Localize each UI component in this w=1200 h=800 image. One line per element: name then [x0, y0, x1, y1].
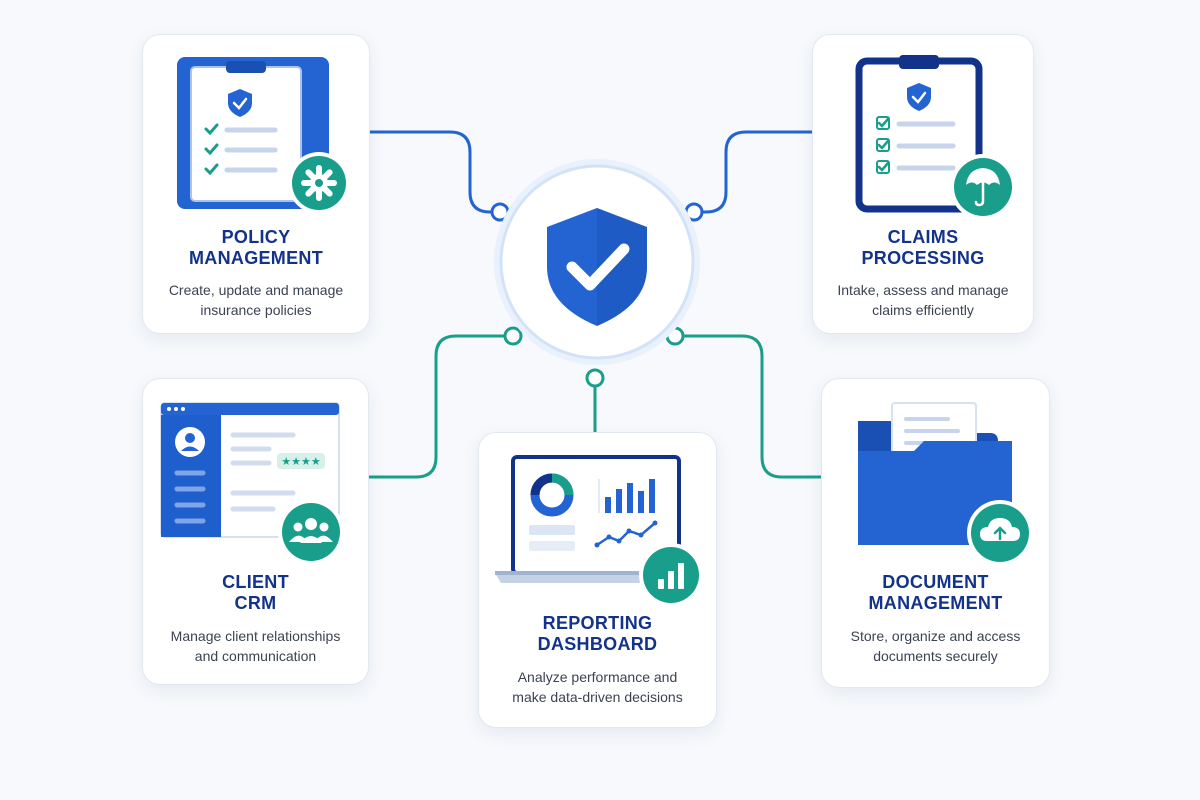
bar-chart-icon — [598, 479, 655, 513]
card-description-line: make data-driven decisions — [512, 689, 683, 705]
checklist — [876, 116, 956, 174]
card-description-line: Analyze performance and — [517, 669, 678, 685]
shield-check-icon — [907, 83, 931, 111]
card-policy-management[interactable]: POLICY MANAGEMENT Create, update and man… — [142, 34, 370, 334]
connector-claims — [694, 130, 812, 214]
gear-icon — [288, 152, 350, 214]
central-hub — [477, 155, 718, 370]
card-description-line: documents securely — [873, 648, 998, 664]
card-title-line: DOCUMENT — [882, 572, 989, 592]
donut-chart-icon — [530, 473, 574, 517]
card-title: CLAIMS PROCESSING — [813, 227, 1033, 269]
card-description-line: Create, update and manage — [168, 282, 344, 298]
shield-check-icon — [228, 89, 252, 117]
umbrella-icon — [950, 154, 1016, 220]
card-title-line: PROCESSING — [861, 248, 985, 268]
panel-blocks — [529, 525, 575, 551]
card-title-line: MANAGEMENT — [868, 593, 1003, 613]
card-title-line: REPORTING — [542, 613, 653, 633]
content-lines — [230, 432, 296, 512]
card-title: REPORTING DASHBOARD — [479, 613, 716, 655]
card-claims-processing[interactable]: CLAIMS PROCESSING Intake, assess and man… — [812, 34, 1034, 334]
rating-stars: ★★★★ — [281, 455, 321, 468]
shield-check-icon — [547, 208, 647, 326]
card-description-line: Manage client relationships — [170, 628, 341, 644]
connector-documents — [675, 334, 821, 479]
card-description: Create, update and manage insurance poli… — [151, 280, 361, 320]
card-description: Store, organize and access documents sec… — [830, 626, 1041, 666]
card-description-line: and communication — [194, 648, 317, 664]
card-description-line: Store, organize and access — [850, 628, 1021, 644]
connector-node — [585, 368, 605, 388]
connector-policy — [368, 130, 500, 214]
card-title-line: POLICY — [221, 227, 291, 247]
card-title: DOCUMENT MANAGEMENT — [822, 572, 1049, 614]
card-description-line: Intake, assess and manage — [837, 282, 1009, 298]
card-title-line: CLIENT — [222, 572, 289, 592]
card-title-line: MANAGEMENT — [189, 248, 323, 268]
bar-chart-icon — [639, 543, 703, 607]
card-client-crm[interactable]: ★★★★ CLIENT CRM Manage client relationsh… — [142, 378, 369, 685]
card-document-management[interactable]: DOCUMENT MANAGEMENT Store, organize and … — [821, 378, 1050, 688]
sidebar-lines — [174, 470, 206, 524]
card-description-line: claims efficiently — [872, 302, 974, 318]
checklist — [204, 123, 278, 176]
card-description: Analyze performance and make data-driven… — [487, 667, 708, 707]
card-description: Intake, assess and manage claims efficie… — [821, 280, 1025, 320]
star-rating-icon: ★★★★ — [277, 453, 325, 469]
card-title: POLICY MANAGEMENT — [143, 227, 369, 269]
card-title: CLIENT CRM — [143, 572, 368, 614]
card-title-line: CLAIMS — [887, 227, 959, 247]
card-description-line: insurance policies — [200, 302, 312, 318]
line-chart-icon — [594, 520, 658, 548]
cloud-upload-icon — [967, 500, 1033, 566]
connector-crm — [367, 334, 513, 479]
card-description: Manage client relationships and communic… — [151, 626, 360, 666]
users-group-icon — [278, 499, 344, 565]
card-title-line: DASHBOARD — [537, 634, 658, 654]
connector-node — [503, 326, 523, 346]
user-avatar-icon — [175, 427, 205, 457]
card-title-line: CRM — [234, 593, 277, 613]
card-reporting-dashboard[interactable]: REPORTING DASHBOARD Analyze performance … — [478, 432, 717, 728]
